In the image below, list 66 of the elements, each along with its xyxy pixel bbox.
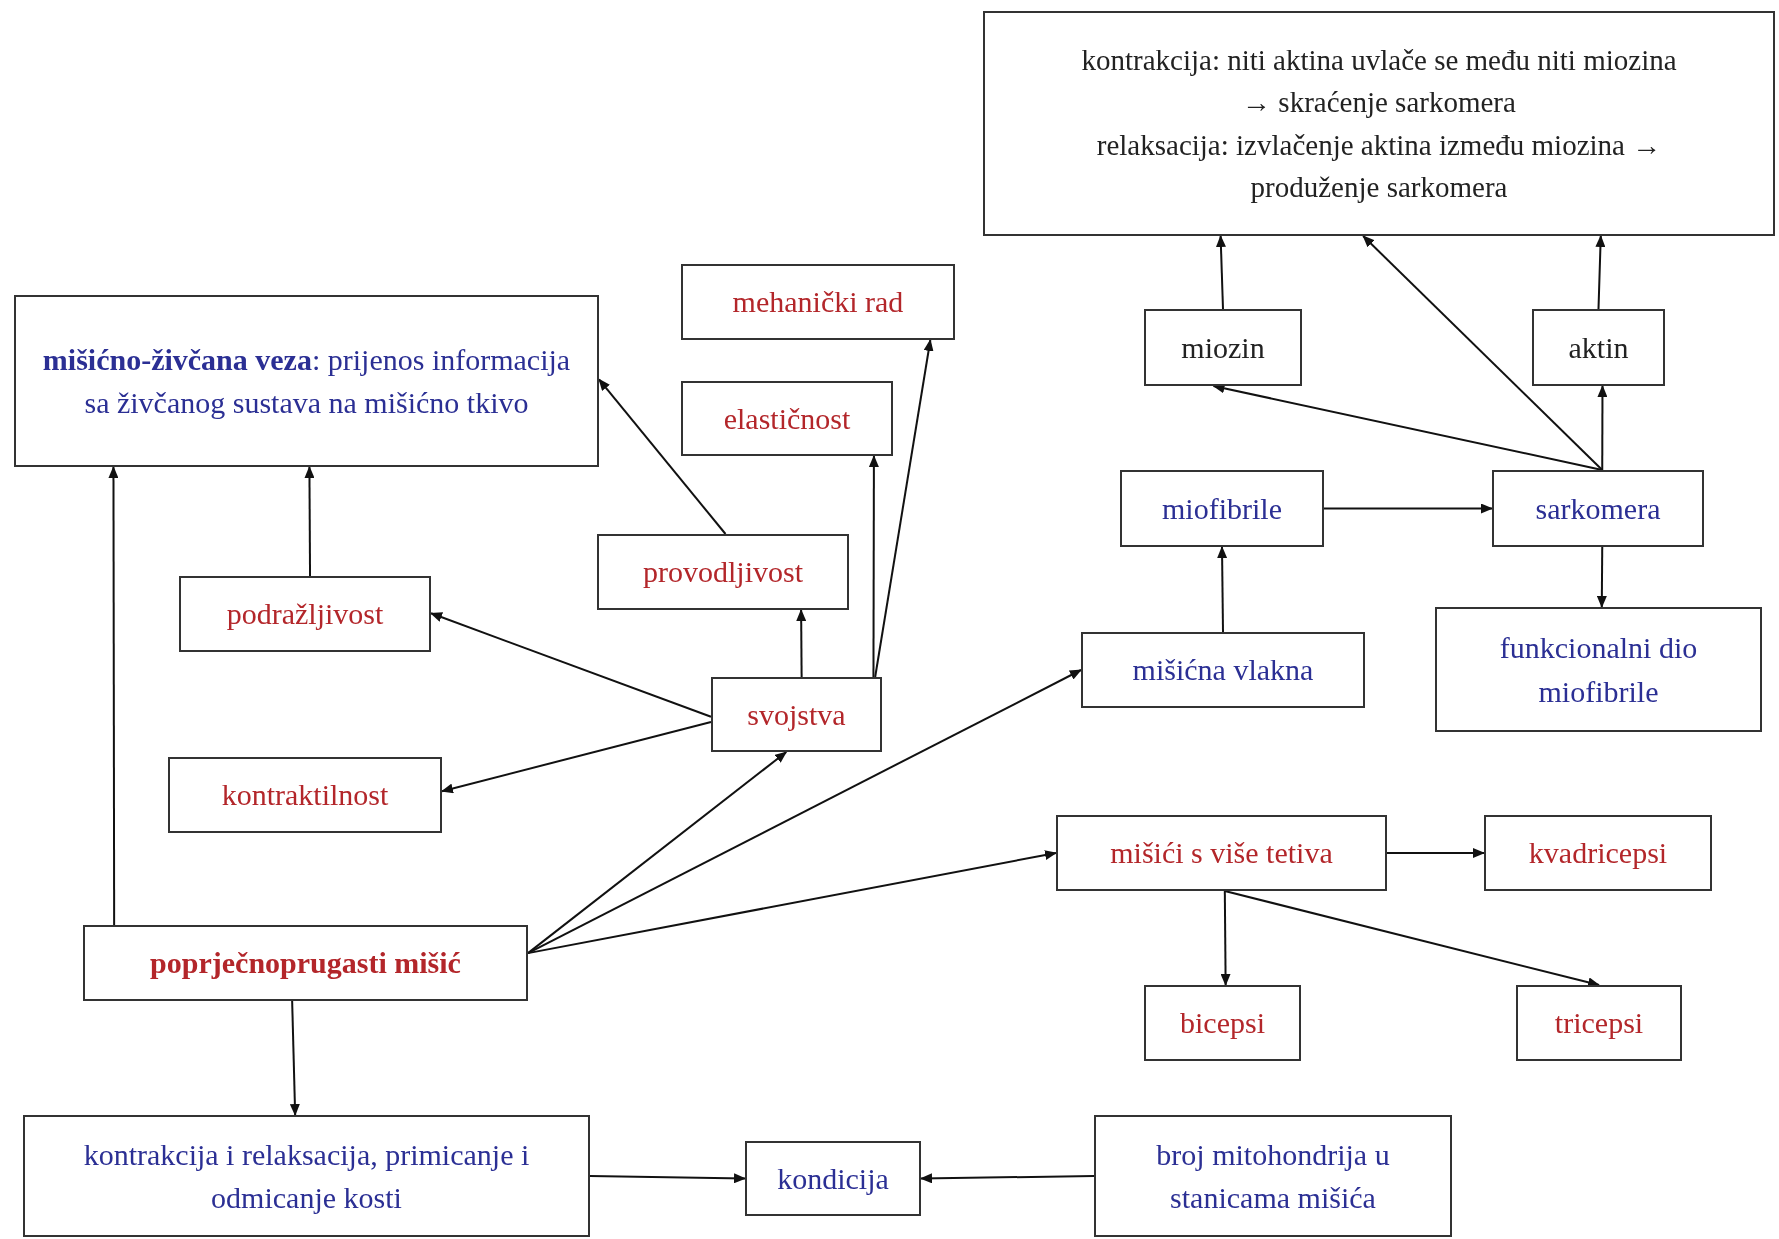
concept-text: sarkomera: [1535, 490, 1661, 527]
concept-box: [745, 1141, 921, 1216]
concept-box: [1056, 815, 1387, 891]
concept-box: [83, 925, 528, 1001]
concept-text: miofibrile: [1162, 490, 1282, 527]
concept-box: [1144, 985, 1301, 1061]
arrow: [1595, 235, 1606, 310]
arrow: [1323, 503, 1493, 514]
concept-box: [1144, 309, 1302, 386]
concept-text: broj mitohondrija u stanicama mišića: [1155, 1136, 1391, 1216]
arrow: [589, 1173, 746, 1184]
concept-box: [1492, 470, 1704, 547]
concept-box: [1435, 607, 1762, 732]
arrow: [920, 1173, 1095, 1184]
arrow: [868, 455, 879, 678]
concept-text: relaksacija: izvlačenje aktina između miozina → produženje sarkomera: [1095, 127, 1663, 205]
concept-text: mišićna vlakna: [1132, 652, 1314, 689]
concept-box: [681, 381, 893, 456]
concept-text: poprječnoprugasti mišić: [150, 945, 461, 982]
arrow: [430, 612, 712, 718]
arrow: [1597, 385, 1608, 471]
concept-text: miozin: [1181, 329, 1265, 366]
concept-text: funkcionalni dio miofibrile: [1498, 630, 1699, 710]
concept-text: kvadricepsi: [1528, 835, 1668, 872]
arrow: [1220, 890, 1231, 986]
concept-box: [711, 677, 882, 752]
arrow: [1386, 848, 1485, 858]
concept-text: svojstva: [747, 696, 846, 733]
arrow: [108, 466, 119, 926]
concept-box: [14, 295, 599, 467]
concept-text: elastičnost: [723, 400, 851, 437]
concept-box: [1081, 632, 1365, 708]
concept-text: kontrakcija i relaksacija, primicanje i odmicanje kosti: [82, 1136, 531, 1216]
concept-box: [681, 264, 955, 340]
arrow: [796, 609, 807, 678]
concept-text: bicepsi: [1180, 1005, 1265, 1042]
arrow: [598, 378, 727, 535]
arrow: [1362, 235, 1604, 471]
concept-box: [179, 576, 431, 652]
concept-text: aktin: [1568, 329, 1629, 366]
concept-text: mehanički rad: [732, 284, 904, 321]
concept-box: [1484, 815, 1712, 891]
concept-box: [983, 11, 1775, 236]
concept-box: [1532, 309, 1665, 386]
concept-text: provodljivost: [643, 554, 803, 591]
concept-box: [1120, 470, 1324, 547]
arrow: [304, 466, 315, 577]
arrow: [1217, 546, 1228, 633]
concept-box: [168, 757, 442, 833]
concept-box: [23, 1115, 590, 1237]
arrow: [441, 721, 712, 794]
concept-text: kondicija: [777, 1160, 889, 1197]
arrow: [874, 339, 934, 678]
concept-text: mišići s više tetiva: [1110, 835, 1333, 872]
arrow: [1596, 546, 1607, 608]
concept-box: [1094, 1115, 1452, 1237]
concept-box: [1516, 985, 1682, 1061]
concept-text: kontraktilnost: [221, 777, 389, 814]
arrow: [1215, 235, 1226, 310]
arrow: [527, 850, 1057, 955]
concept-text: tricepsi: [1554, 1005, 1644, 1042]
arrow: [1223, 890, 1600, 988]
concept-text: podražljivost: [226, 596, 384, 633]
arrow: [289, 1000, 300, 1116]
concept-text: mišićno-živčana veza: prijenos informacija sa živčanog sustava na mišićno tkivo: [41, 341, 572, 421]
concept-box: [597, 534, 849, 610]
